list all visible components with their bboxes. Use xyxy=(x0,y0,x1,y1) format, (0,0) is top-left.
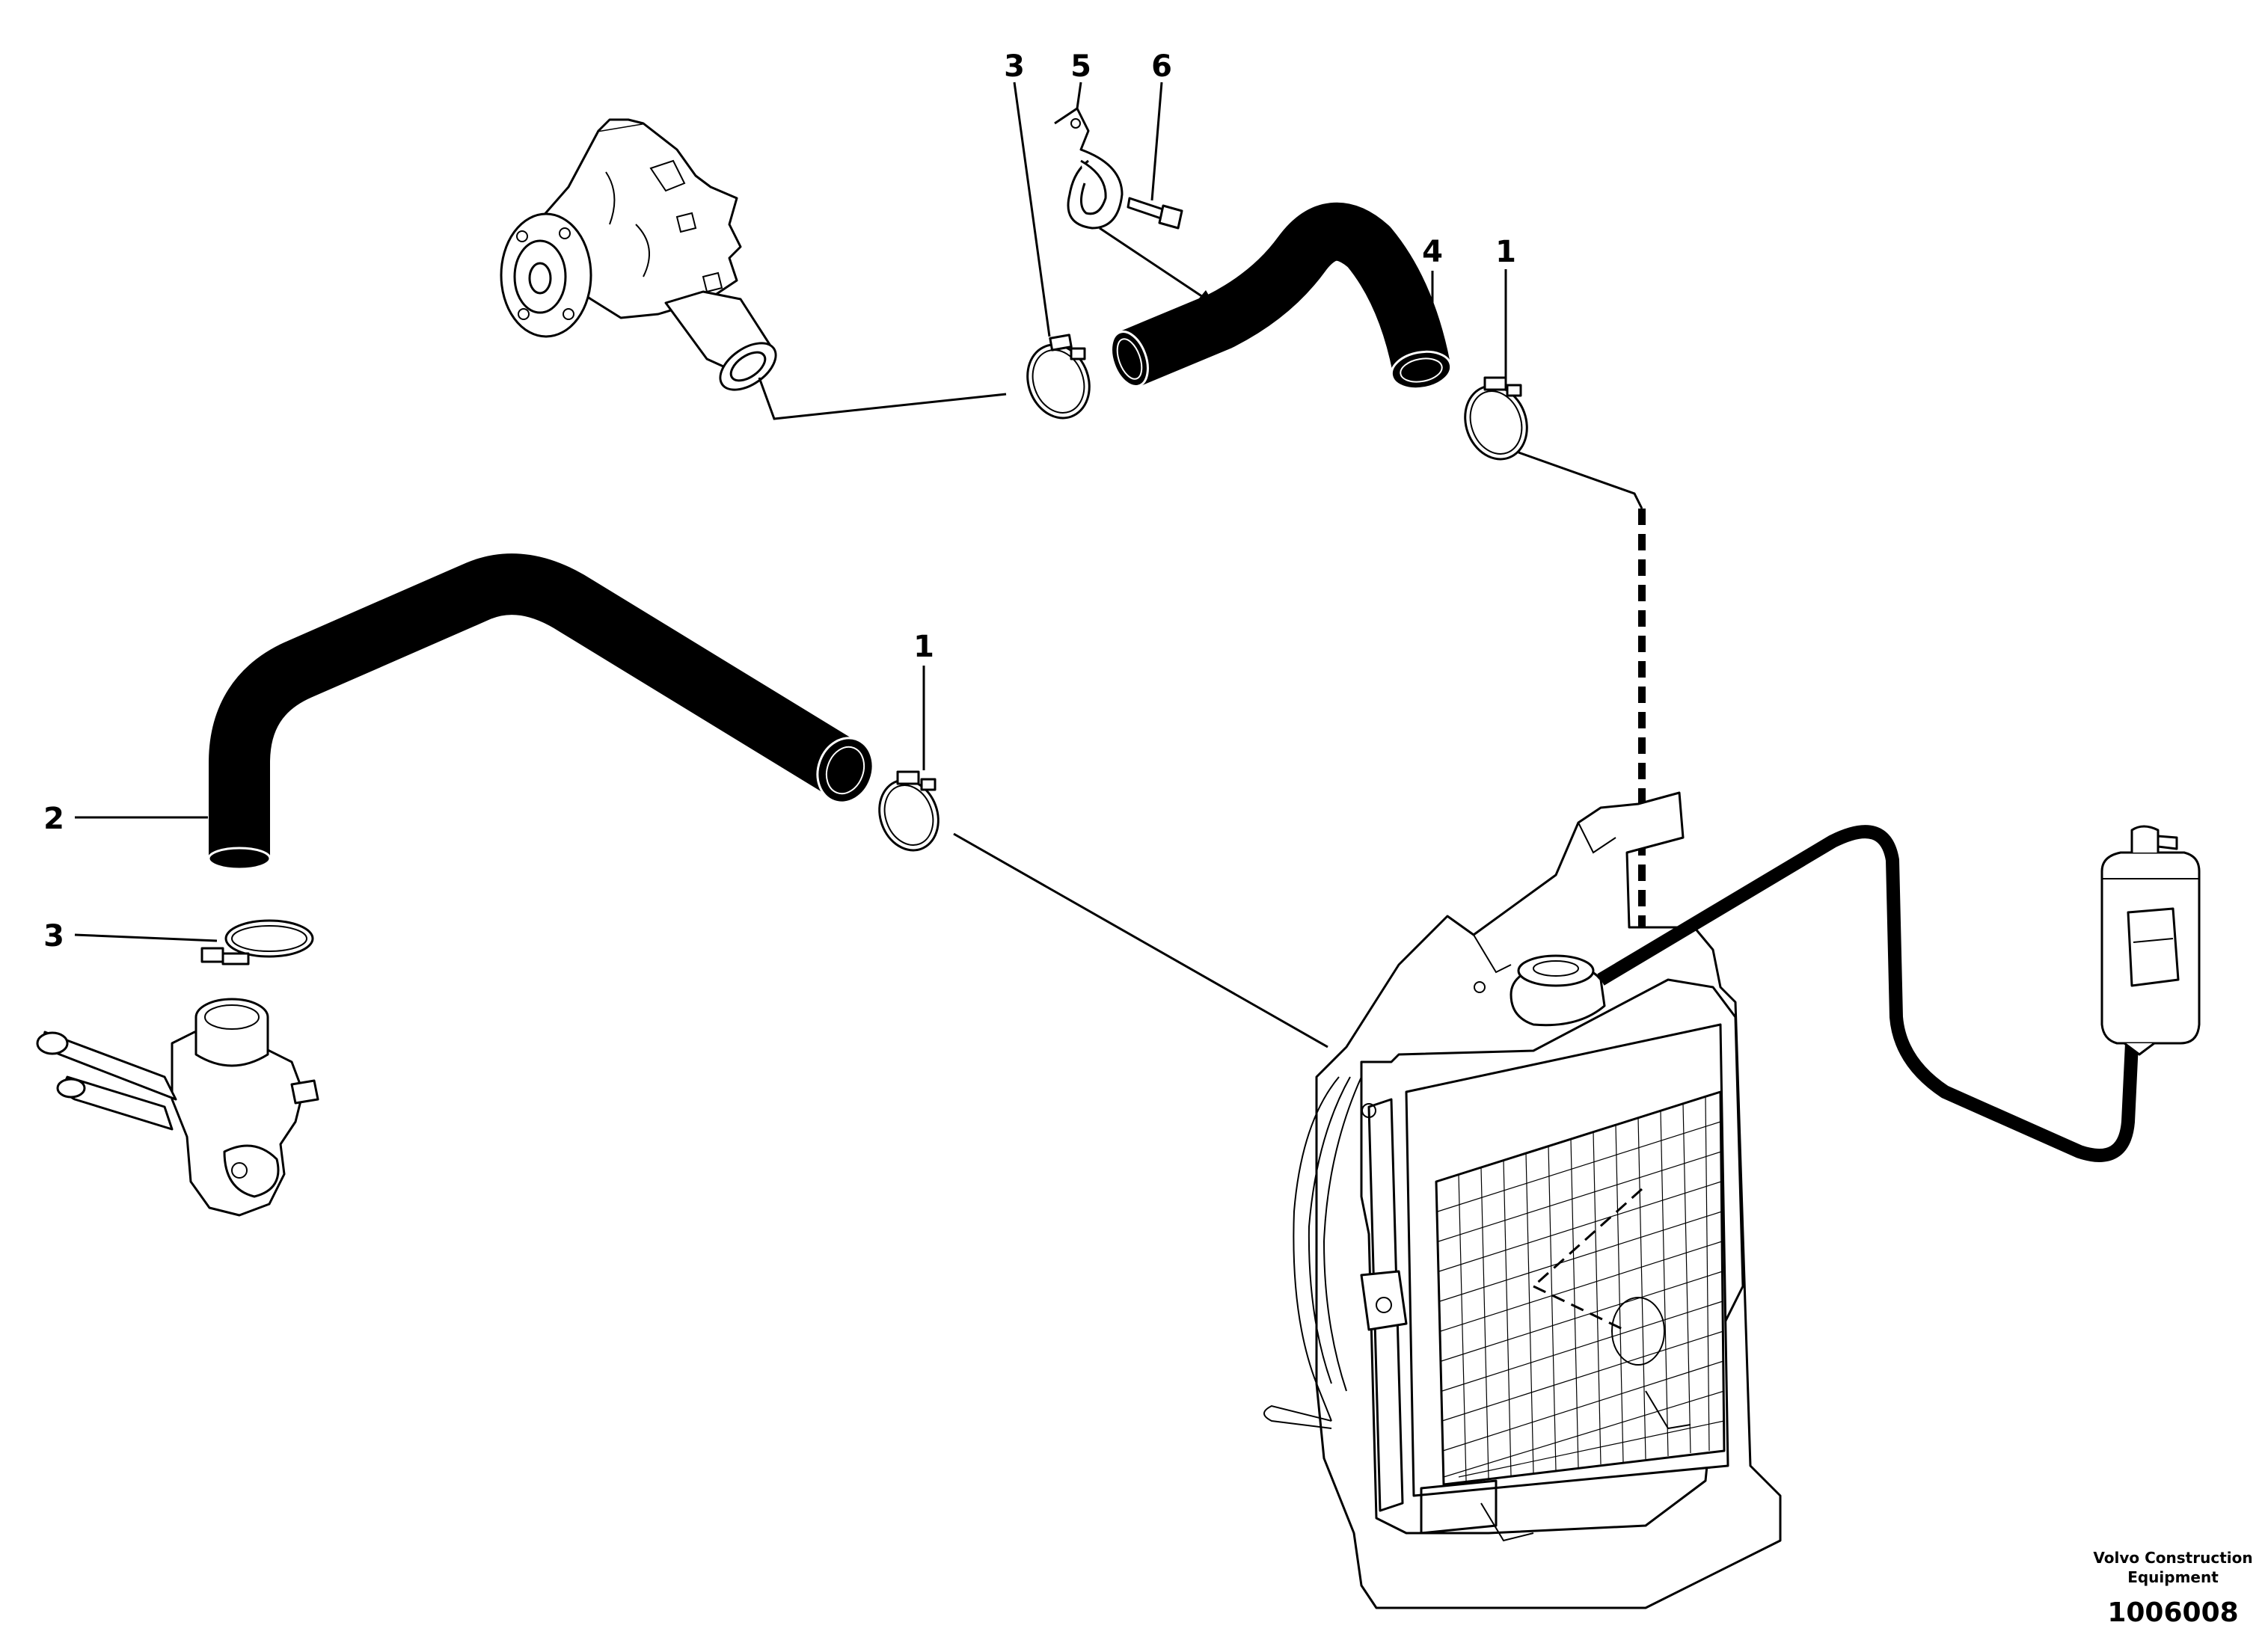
water-pump xyxy=(500,118,777,391)
callout-2: 2 xyxy=(43,802,64,836)
callout-6: 6 xyxy=(1151,49,1172,84)
radiator-hose-2 xyxy=(207,553,874,870)
document-number: 1006008 xyxy=(2107,1597,2238,1628)
callout-4: 4 xyxy=(1422,235,1443,269)
thermostat-housing xyxy=(36,998,319,1217)
dashed-hidden-route-lower xyxy=(1532,1188,1643,1288)
overflow-hose xyxy=(1597,825,2139,1162)
expansion-tank xyxy=(2100,825,2201,1056)
leader-bracket-to-hose xyxy=(1099,227,1213,304)
callout-1-middle: 1 xyxy=(913,630,934,664)
callout-3-top: 3 xyxy=(1004,49,1025,84)
radiator-core-grid xyxy=(1437,1096,1725,1481)
callout-3-left: 3 xyxy=(43,919,64,954)
leader-water-pump xyxy=(758,377,1007,420)
hose-clamp-3-top xyxy=(1026,334,1091,420)
leader-clamp-to-radiator xyxy=(1518,451,1643,509)
hose-clamp-1-right xyxy=(1464,376,1528,461)
bolt xyxy=(1127,197,1183,230)
brand-line-2: Equipment xyxy=(2127,1568,2219,1586)
callout-1-right: 1 xyxy=(1495,235,1516,269)
leader-callout-5 xyxy=(1076,82,1082,109)
leader-callout-6 xyxy=(1150,82,1163,201)
callout-5: 5 xyxy=(1070,49,1091,84)
hose-support-bracket xyxy=(1054,107,1124,230)
radiator xyxy=(1263,791,1782,1609)
leader-callout-3-left xyxy=(74,933,218,942)
leader-callout-3-top xyxy=(1013,82,1051,337)
hose-clamp-3-left xyxy=(200,919,314,965)
brand-line-1: Volvo Construction xyxy=(2093,1549,2252,1567)
leader-clamp-to-radiator-lower xyxy=(953,832,1328,1048)
radiator-hose-4 xyxy=(1110,202,1453,390)
hose-clamp-1-middle xyxy=(878,770,940,852)
